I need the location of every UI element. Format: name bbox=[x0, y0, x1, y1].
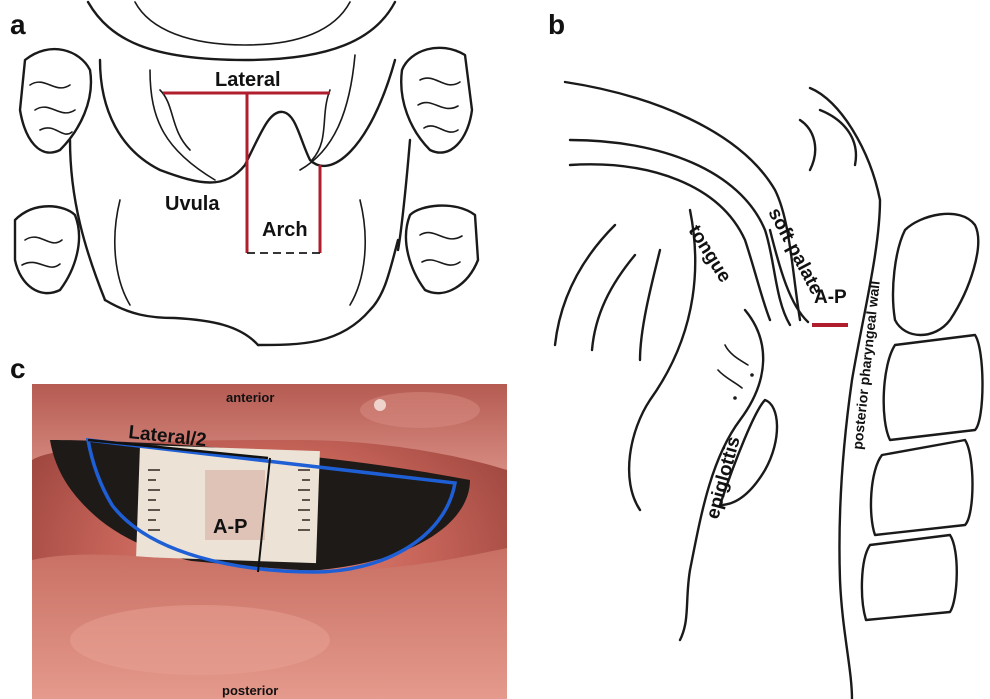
panel-c-letter: c bbox=[10, 353, 26, 384]
sagittal-drawing bbox=[555, 82, 983, 699]
arch-label: Arch bbox=[262, 219, 308, 241]
epiglottis-label: epiglottis bbox=[703, 434, 745, 521]
uvula-label: Uvula bbox=[165, 193, 220, 215]
panel-a: a bbox=[10, 2, 478, 345]
anterior-label: anterior bbox=[226, 390, 274, 405]
lateral-label: Lateral bbox=[215, 69, 281, 91]
panel-b-letter: b bbox=[548, 9, 565, 40]
endoscopic-photo bbox=[32, 384, 507, 699]
ap-label-c: A-P bbox=[213, 516, 247, 538]
posterior-label: posterior bbox=[222, 683, 278, 698]
panel-b: b bbox=[548, 9, 983, 699]
panel-a-letter: a bbox=[10, 9, 26, 40]
tongue-label: tongue bbox=[684, 222, 735, 287]
panel-c: c bbox=[10, 353, 507, 699]
ap-label-b: A-P bbox=[814, 287, 847, 308]
